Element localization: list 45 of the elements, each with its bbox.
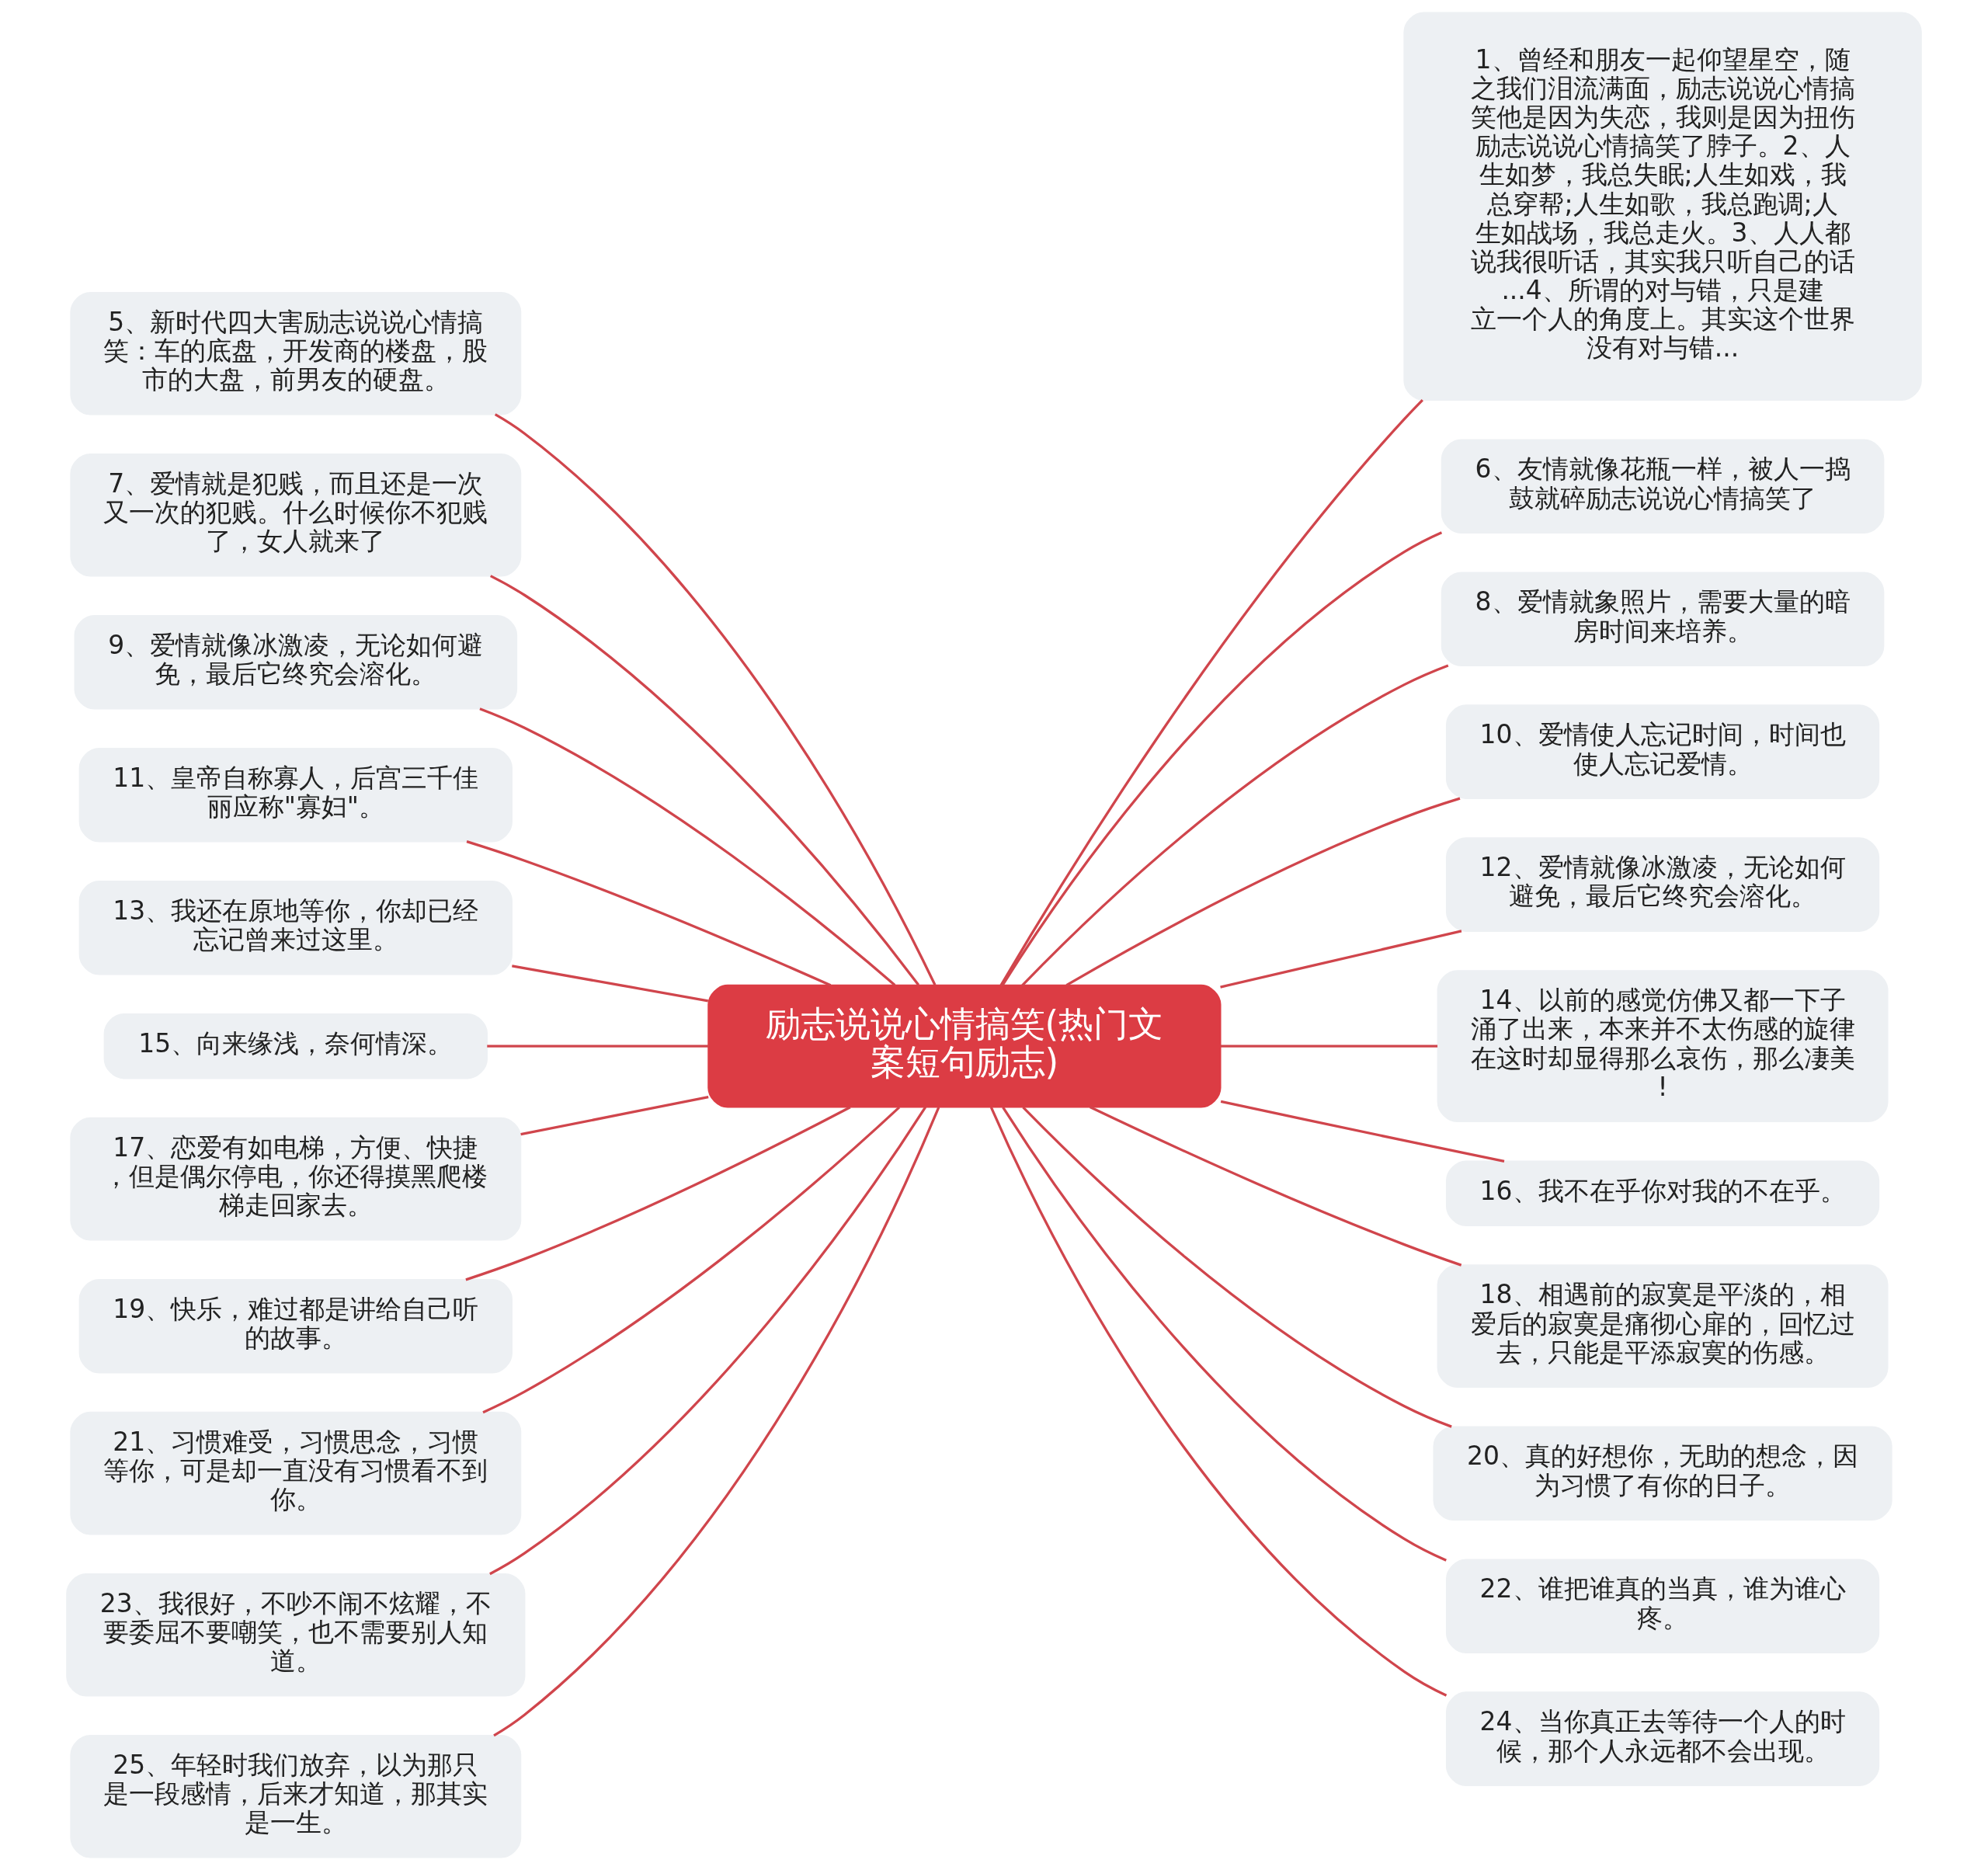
node-box: 6、友情就像花瓶一样，被人一捣鼓就碎励志说说心情搞笑了	[1441, 439, 1885, 534]
connector	[489, 1106, 927, 1576]
connector	[465, 1106, 851, 1281]
node-box: 16、我不在乎你对我的不在乎。	[1445, 1160, 1880, 1226]
connector	[487, 1044, 708, 1048]
node-box: 10、爱情使人忘记时间，时间也使人忘记爱情。	[1445, 704, 1880, 799]
node-box: 11、皇帝自称寡人，后宫三千佳丽应称"寡妇"。	[78, 748, 513, 843]
node-box: 23、我很好，不吵不闹不炫耀，不要委屈不要嘲笑，也不需要别人知道。	[66, 1573, 526, 1697]
connector	[489, 575, 920, 986]
connector	[999, 398, 1423, 986]
node-box: 24、当你真正去等待一个人的时候，那个人永远都不会出现。	[1445, 1691, 1880, 1786]
connector	[1065, 797, 1461, 987]
node-box: 13、我还在原地等你，你却已经忘记曾来过这里。	[78, 880, 513, 975]
connector	[493, 1107, 940, 1737]
connector	[1220, 930, 1462, 989]
node-box: 20、真的好想你，无助的想念，因为习惯了有你的日子。	[1433, 1426, 1892, 1521]
node-box: 25、年轻时我们放弃，以为那只是一段感情，后来才知道，那其实是一生。	[70, 1735, 522, 1858]
node-box: 12、爱情就像冰激凌，无论如何避免，最后它终究会溶化。	[1445, 837, 1880, 932]
connector	[482, 1106, 901, 1414]
node-box: 18、相遇前的寂寞是平淡的，相爱后的寂寞是痛彻心扉的，回忆过去，只能是平添寂寞的伤感。	[1437, 1264, 1889, 1388]
connector	[1022, 1106, 1452, 1428]
node-box: 22、谁把谁真的当真，谁为谁心疼。	[1445, 1559, 1880, 1653]
connector	[1021, 664, 1449, 986]
connector	[466, 840, 832, 987]
connector	[989, 1107, 1448, 1697]
node-box: 8、爱情就象照片，需要大量的暗房时间来培养。	[1441, 572, 1885, 666]
connector	[1220, 1044, 1438, 1048]
node-box: 19、快乐，难过都是讲给自己听的故事。	[78, 1278, 513, 1374]
connector	[1089, 1106, 1462, 1267]
connector	[1002, 1107, 1447, 1562]
node-box: 9、爱情就像冰激凌，无论如何避免，最后它终究会溶化。	[74, 615, 518, 710]
connector	[494, 413, 937, 986]
node-box: 励志说说心情搞笑(热门文案短句励志)	[707, 984, 1222, 1108]
node-box: 21、习惯难受，习惯思念，习惯等你，可是却一直没有习惯看不到你。	[70, 1411, 522, 1535]
connector	[479, 707, 896, 986]
node-box: 17、恋爱有如电梯，方便、快捷，但是偶尔停电，你还得摸黑爬楼梯走回家去。	[70, 1117, 522, 1241]
node-box: 1、曾经和朋友一起仰望星空，随之我们泪流满面，励志说说心情搞笑他是因为失恋，我则是因为扭伤励志说说心情搞笑了脖子。2、人生如梦，我总失眠;人生如戏，我总穿帮;人生如歌，我总跑调;人生如战场，我总走火。3、人人都说我很听话，其实我只听自己的话...4、所谓的对与错，只是建立一个人的角度上。其实这个世界没有对与错...	[1403, 12, 1922, 401]
node-box: 7、爱情就是犯贱，而且还是一次又一次的犯贱。什么时候你不犯贱了，女人就来了	[70, 453, 522, 577]
connector	[520, 1095, 709, 1136]
node-box: 5、新时代四大害励志说说心情搞笑：车的底盘，开发商的楼盘，股市的大盘，前男友的硬盘。	[70, 291, 522, 415]
node-box: 14、以前的感觉仿佛又都一下子涌了出来，本来并不太伤感的旋律在这时却显得那么哀伤，那么凄美!	[1437, 970, 1889, 1122]
connector	[1001, 531, 1443, 986]
node-box: 15、向来缘浅，奈何情深。	[103, 1013, 488, 1079]
connector	[1220, 1100, 1505, 1163]
connector	[512, 965, 709, 1003]
